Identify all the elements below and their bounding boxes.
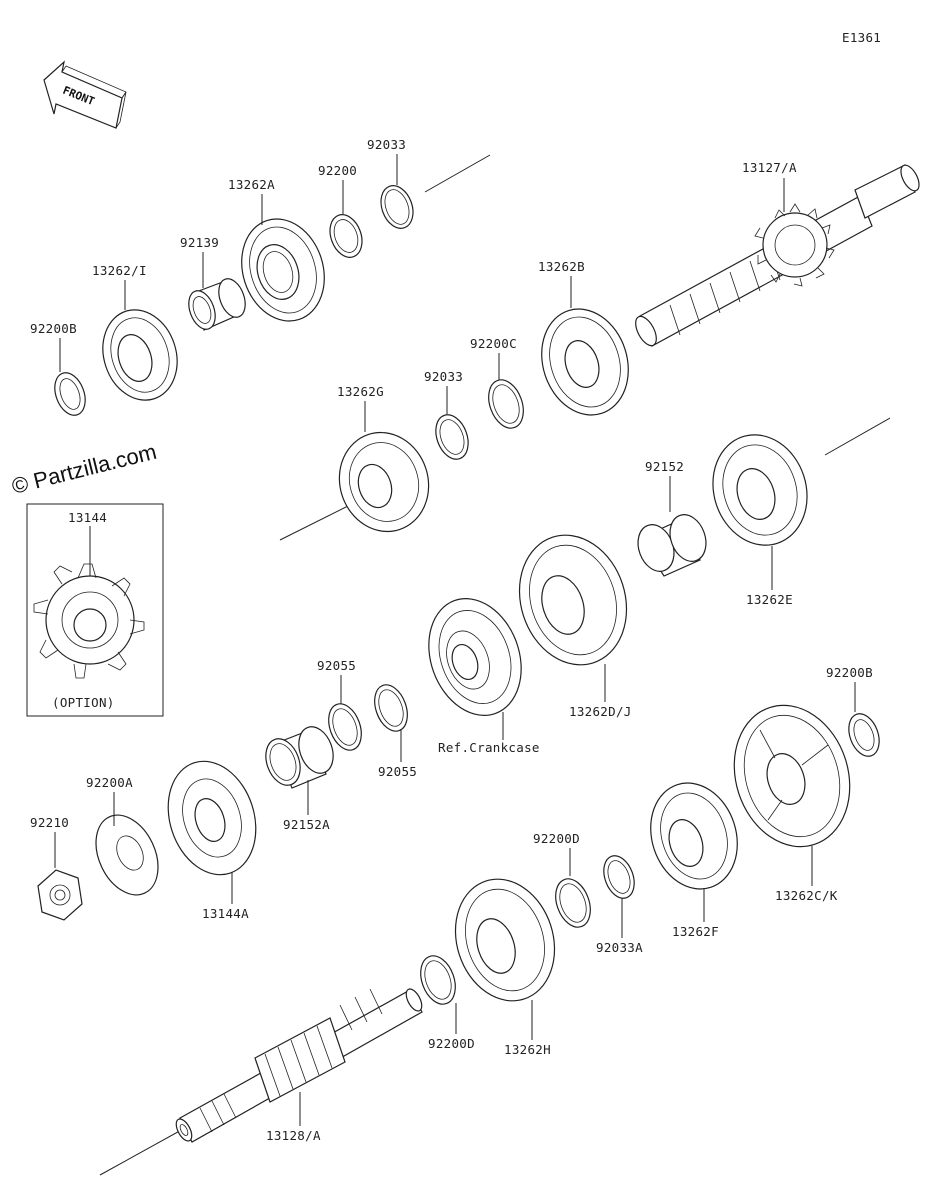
label-92139: 92139 bbox=[180, 235, 219, 250]
label-92200D-top: 92200D bbox=[533, 831, 580, 846]
label-13262I: 13262/I bbox=[92, 263, 147, 278]
label-13128A: 13128/A bbox=[266, 1128, 321, 1143]
label-13262CK: 13262C/K bbox=[775, 888, 838, 903]
label-13262B: 13262B bbox=[538, 259, 585, 274]
input-shaft-13127A bbox=[635, 164, 920, 347]
washer-92200A bbox=[95, 814, 159, 896]
circlip-92033-top bbox=[380, 185, 414, 229]
label-92055-bottom: 92055 bbox=[378, 764, 417, 779]
washer-92055-bottom bbox=[374, 684, 408, 732]
gear-13262CK bbox=[733, 704, 851, 848]
label-92200D-bottom: 92200D bbox=[428, 1036, 475, 1051]
washer-92055-top bbox=[328, 703, 362, 751]
crankcase-bearing bbox=[428, 598, 522, 716]
gear-13262E bbox=[712, 434, 808, 546]
label-13144: 13144 bbox=[68, 510, 107, 525]
label-92200: 92200 bbox=[318, 163, 357, 178]
front-arrow-icon: FRONT bbox=[43, 60, 127, 129]
diagram-code: E1361 bbox=[842, 30, 881, 45]
gear-13262I bbox=[102, 309, 178, 401]
needle-bearing-92139 bbox=[188, 278, 246, 331]
sprocket-13144A bbox=[167, 760, 257, 876]
circlip-92033-mid bbox=[435, 414, 469, 460]
circlip-92033A bbox=[603, 855, 635, 899]
label-92033A: 92033A bbox=[596, 940, 643, 955]
label-92152A: 92152A bbox=[283, 817, 330, 832]
label-crankcase: Ref.Crankcase bbox=[438, 740, 540, 755]
label-option: (OPTION) bbox=[52, 695, 115, 710]
gear-13262G bbox=[338, 431, 430, 533]
label-13262DJ: 13262D/J bbox=[569, 704, 632, 719]
washer-92200D-bottom bbox=[420, 955, 456, 1005]
leader-lines bbox=[54, 154, 856, 1126]
bush-92152-right bbox=[637, 514, 707, 577]
label-92200C: 92200C bbox=[470, 336, 517, 351]
washer-92200C bbox=[488, 379, 524, 429]
label-13262H: 13262H bbox=[504, 1042, 551, 1057]
label-13262G: 13262G bbox=[337, 384, 384, 399]
option-sprocket-box bbox=[26, 503, 164, 717]
label-13144A: 13144A bbox=[202, 906, 249, 921]
label-92200B-left: 92200B bbox=[30, 321, 77, 336]
label-13262E: 13262E bbox=[746, 592, 793, 607]
label-13262F: 13262F bbox=[672, 924, 719, 939]
bush-92152A bbox=[265, 726, 334, 789]
part-labels: 13127/A 92033 92200 13262A 92139 13262/I… bbox=[30, 137, 873, 1143]
label-13127A: 13127/A bbox=[742, 160, 797, 175]
label-92033-mid: 92033 bbox=[424, 369, 463, 384]
gear-13262DJ bbox=[518, 534, 628, 666]
label-92200B-right: 92200B bbox=[826, 665, 873, 680]
gear-13262A bbox=[241, 218, 325, 322]
output-shaft-13128A bbox=[99, 988, 423, 1176]
label-13262A: 13262A bbox=[228, 177, 275, 192]
label-92033-top: 92033 bbox=[367, 137, 406, 152]
watermark: © Partzilla.com bbox=[9, 439, 159, 499]
label-92210: 92210 bbox=[30, 815, 69, 830]
gear-13262B bbox=[541, 308, 629, 416]
label-92200A: 92200A bbox=[86, 775, 133, 790]
gear-13262H bbox=[454, 878, 556, 1002]
label-92152-right: 92152 bbox=[645, 459, 684, 474]
label-92055-top: 92055 bbox=[317, 658, 356, 673]
washer-92200B-left bbox=[54, 372, 86, 416]
washer-92200 bbox=[329, 214, 363, 258]
washer-92200D-top bbox=[555, 878, 591, 928]
washer-92200B-right bbox=[848, 713, 880, 757]
gear-13262F bbox=[650, 782, 738, 890]
nut-92210 bbox=[37, 869, 83, 921]
